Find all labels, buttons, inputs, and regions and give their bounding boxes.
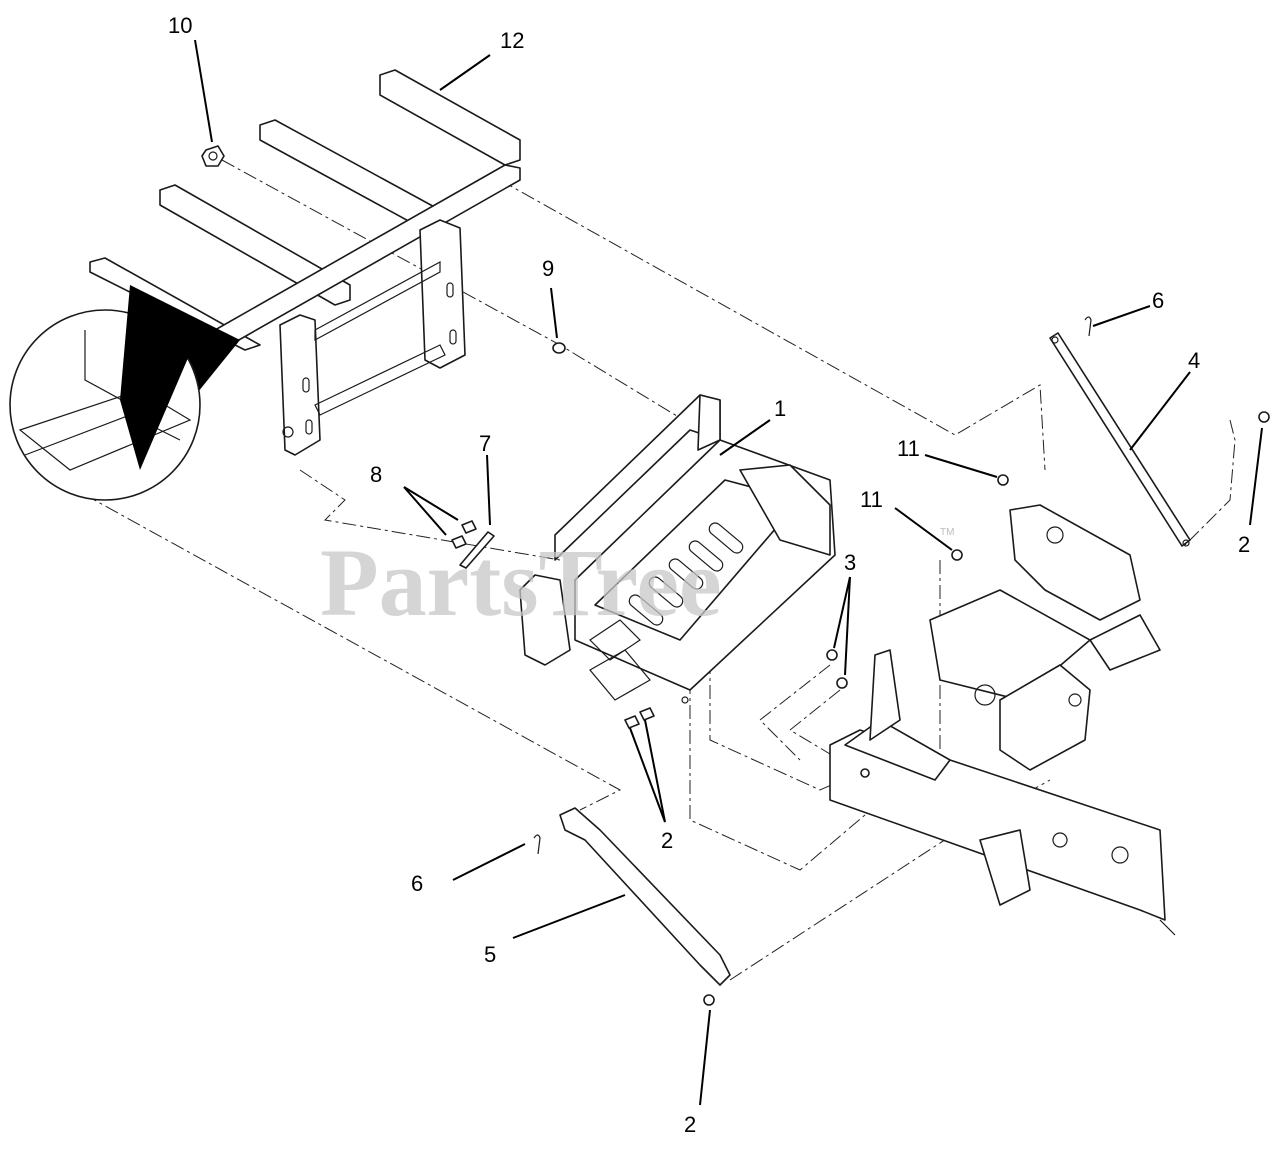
- watermark: PartsTree TM: [320, 527, 954, 636]
- leader-lines: [194, 39, 1263, 1106]
- callout-labels: 10 12 9 6 4 1 7 11 8 11 2 3 2 6 5 2: [168, 13, 1250, 1137]
- callout-6-bottom: 6: [411, 871, 423, 896]
- callout-8: 8: [370, 462, 382, 487]
- hardware: [201, 145, 1270, 1006]
- callout-6-top: 6: [1152, 288, 1164, 313]
- callout-2-bottom: 2: [684, 1112, 696, 1137]
- callout-9: 9: [542, 256, 554, 281]
- callout-1: 1: [774, 396, 786, 421]
- callout-11-top: 11: [897, 436, 920, 461]
- callout-2-right: 2: [1238, 532, 1250, 557]
- callout-3: 3: [844, 550, 856, 575]
- callout-10: 10: [168, 13, 192, 38]
- watermark-trademark: TM: [940, 527, 954, 538]
- part-1-center-bracket: [519, 394, 836, 704]
- slotted-plate-slots: [628, 522, 744, 626]
- part-12-upper-frame: [89, 69, 521, 456]
- callout-2-mid: 2: [661, 828, 673, 853]
- part-4-rod: [1049, 332, 1191, 547]
- callout-4: 4: [1188, 348, 1200, 373]
- part-5-bar: [559, 807, 731, 986]
- callout-11-mid: 11: [860, 487, 883, 512]
- watermark-text: PartsTree: [320, 529, 722, 636]
- callout-12: 12: [500, 28, 524, 53]
- detail-magnifier: [9, 285, 240, 501]
- callout-5: 5: [484, 942, 496, 967]
- callout-7: 7: [479, 431, 491, 456]
- lower-frame: [829, 504, 1176, 936]
